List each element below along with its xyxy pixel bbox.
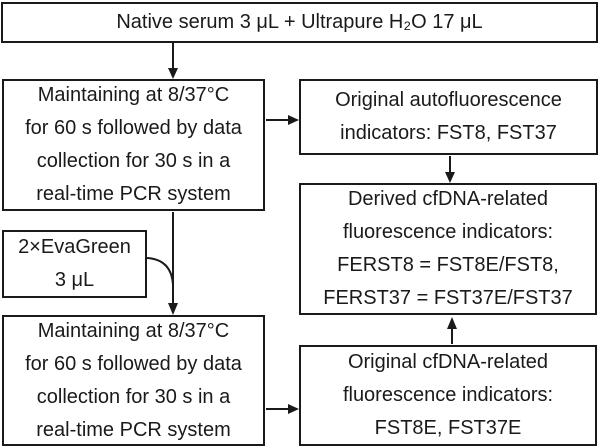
node-native-serum: Native serum 3 μL + Ultrapure H₂O 17 μL <box>1 2 598 43</box>
node-incubation-2: Maintaining at 8/37°C for 60 s followed … <box>2 315 265 446</box>
node-text-line: 3 μL <box>54 269 95 291</box>
node-text-line: indicators: FST8, FST37 <box>340 122 557 144</box>
node-cfdna-indicators: Original cfDNA-related fluorescence indi… <box>299 345 597 446</box>
node-text-line: fluorescence indicators: <box>342 221 554 243</box>
node-text-line: real-time PCR system <box>36 183 231 205</box>
arrow-cfdna-to-derived <box>447 317 457 344</box>
node-text-line: FERST8 = FST8E/FST8, <box>337 254 559 276</box>
node-evagreen: 2×EvaGreen 3 μL <box>2 230 147 298</box>
node-derived-indicators: Derived cfDNA-related fluorescence indic… <box>299 183 597 315</box>
arrow-serum-to-incubation1 <box>168 43 178 79</box>
node-text-line: collection for 30 s in a <box>36 150 231 172</box>
node-text-line: 2×EvaGreen <box>18 236 131 258</box>
node-autofluorescence-indicators: Original autofluorescence indicators: FS… <box>299 79 598 155</box>
node-text-line: Original autofluorescence <box>335 89 562 111</box>
node-text-line: Maintaining at 8/37°C <box>37 84 230 106</box>
node-text-line: real-time PCR system <box>36 418 231 441</box>
arrow-autofluorescence-to-derived <box>445 156 455 183</box>
node-text-line: fluorescence indicators: <box>342 384 554 406</box>
arrow-incubation1-to-autofluorescence <box>266 115 299 125</box>
node-text-line: for 60 s followed by data <box>25 117 242 139</box>
node-text-line: Derived cfDNA-related <box>347 188 549 210</box>
arrowhead-right-icon <box>288 404 299 414</box>
node-text-line: FERST37 = FST37E/FST37 <box>323 287 573 309</box>
arrowhead-down-icon <box>168 303 178 315</box>
arrowhead-down-icon <box>445 172 455 183</box>
node-text-line: Native serum 3 μL + Ultrapure H₂O 17 μL <box>116 11 483 33</box>
arrowhead-up-icon <box>447 317 457 329</box>
node-text-line: collection for 30 s in a <box>36 385 231 408</box>
node-incubation-1: Maintaining at 8/37°C for 60 s followed … <box>2 79 265 211</box>
arrow-incubation2-to-cfdna <box>266 404 299 414</box>
node-text-line: Maintaining at 8/37°C <box>37 319 230 342</box>
node-text-line: FST8E, FST37E <box>374 417 522 439</box>
connector-evagreen-curve <box>146 257 174 286</box>
arrowhead-down-icon <box>168 68 178 79</box>
arrowhead-right-icon <box>288 115 299 125</box>
node-text-line: for 60 s followed by data <box>25 352 242 375</box>
arrow-incubation1-to-incubation2 <box>168 212 178 315</box>
node-text-line: Original cfDNA-related <box>347 351 549 373</box>
